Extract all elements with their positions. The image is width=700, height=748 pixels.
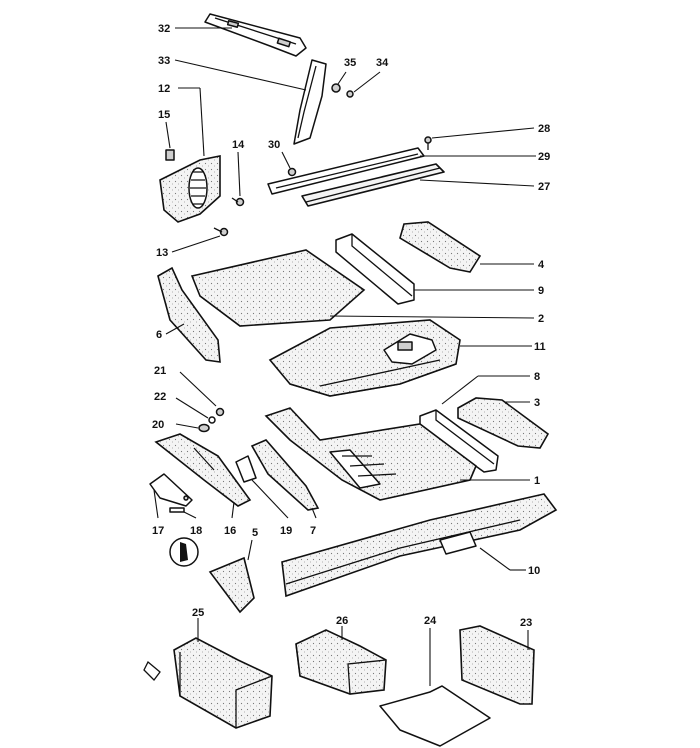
callout-19: 19	[280, 525, 292, 537]
part-5-corner-panel: 5	[208, 527, 258, 614]
callout-27: 27	[538, 181, 550, 193]
part-16-heel-panel: 16	[154, 433, 252, 537]
callout-8: 8	[534, 371, 540, 383]
part-27-sill-rubber: 27	[301, 163, 550, 207]
callout-23: 23	[520, 617, 532, 629]
callout-16: 16	[224, 525, 236, 537]
callout-2: 2	[538, 313, 544, 325]
callout-5: 5	[252, 527, 258, 539]
callout-34: 34	[376, 57, 389, 69]
part-24-tray: 24	[379, 615, 491, 747]
callout-10: 10	[528, 565, 540, 577]
part-13-screw: 13	[156, 227, 229, 259]
callout-33: 33	[158, 55, 170, 67]
callout-11: 11	[534, 341, 546, 353]
part-30-screw: 30	[268, 139, 297, 177]
detail-view-circle	[169, 537, 199, 567]
part-23-rear-board: 23	[459, 617, 535, 705]
part-15-clip: 15	[158, 109, 175, 161]
part-21-screw: 21	[154, 365, 225, 417]
callout-6: 6	[156, 329, 162, 341]
part-12-speaker-panel: 12	[158, 83, 221, 223]
part-1-main-floor-carpet: 1	[264, 407, 540, 501]
part-25-box: 25	[143, 607, 273, 729]
callout-9: 9	[538, 285, 544, 297]
part-34-screw: 34	[346, 57, 389, 98]
part-20-grommet: 20	[152, 419, 210, 433]
part-7-kick-panel: 7	[250, 439, 320, 537]
part-10-rear-bulkhead: 10	[281, 493, 558, 598]
callout-22: 22	[154, 391, 166, 403]
callout-26: 26	[336, 615, 348, 627]
callout-3: 3	[534, 397, 540, 409]
callout-20: 20	[152, 419, 164, 431]
part-26-shaped-mat: 26	[295, 615, 387, 695]
part-29-sill-plate: 29	[267, 147, 550, 195]
part-17-bracket: 17	[149, 473, 193, 537]
part-22-washer: 22	[154, 391, 216, 424]
callout-14: 14	[232, 139, 245, 151]
part-3-floor-mat: 3	[457, 397, 550, 449]
callout-24: 24	[424, 615, 437, 627]
callout-1: 1	[534, 475, 540, 487]
callout-35: 35	[344, 57, 356, 69]
part-35-clip: 35	[331, 57, 356, 93]
part-4-carpet-mat: 4	[399, 221, 545, 273]
callout-21: 21	[154, 365, 166, 377]
part-14-screw: 14	[231, 139, 245, 207]
part-18-strip: 18	[169, 507, 202, 537]
callout-25: 25	[192, 607, 204, 619]
part-28-screw: 28	[424, 123, 550, 150]
callout-15: 15	[158, 109, 170, 121]
callout-12: 12	[158, 83, 170, 95]
callout-17: 17	[152, 525, 164, 537]
callout-32: 32	[158, 23, 170, 35]
part-32-roof-trim: 32	[158, 13, 307, 57]
callout-4: 4	[538, 259, 545, 271]
callout-29: 29	[538, 151, 550, 163]
callout-18: 18	[190, 525, 202, 537]
part-19-bracket: 19	[235, 455, 292, 537]
part-6-side-panel: 6	[156, 266, 221, 363]
part-33-pillar-trim: 33	[158, 55, 327, 145]
callout-7: 7	[310, 525, 316, 537]
callout-13: 13	[156, 247, 168, 259]
part-11-console-panel: 11	[268, 319, 546, 397]
callout-28: 28	[538, 123, 550, 135]
part-9-cross-member: 9	[335, 233, 544, 305]
part-2-luggage-carpet: 2	[190, 249, 544, 327]
callout-30: 30	[268, 139, 280, 151]
